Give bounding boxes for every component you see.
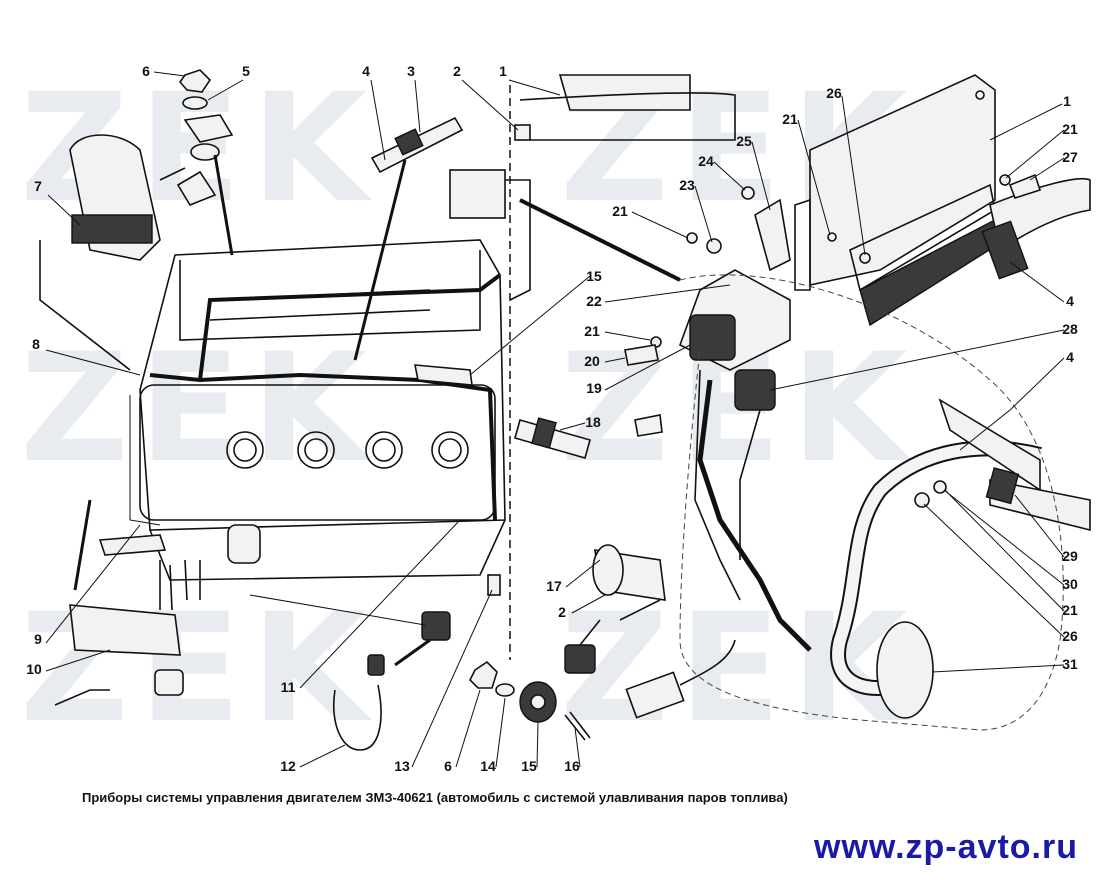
bracket <box>686 173 1042 272</box>
wiring-harness <box>149 273 502 521</box>
callout-21: 21 <box>612 203 628 219</box>
callout-4: 4 <box>1066 293 1074 309</box>
callout-17: 17 <box>546 578 562 594</box>
relay-module <box>624 269 812 652</box>
diagram-caption: Приборы системы управления двигателем ЗМ… <box>82 790 788 805</box>
callout-26: 26 <box>826 85 842 101</box>
body-outline <box>679 274 1064 731</box>
callout-16: 16 <box>564 758 580 774</box>
intake-pipe <box>39 134 161 371</box>
callout-25: 25 <box>736 133 752 149</box>
callout-13: 13 <box>394 758 410 774</box>
callout-19: 19 <box>586 380 602 396</box>
callout-30: 30 <box>1062 576 1078 592</box>
callout-11: 11 <box>281 679 296 695</box>
callout-21: 21 <box>1062 602 1078 618</box>
sensor-18 <box>514 417 591 459</box>
callout-12: 12 <box>280 758 296 774</box>
canister-module <box>449 74 736 301</box>
callout-1: 1 <box>1063 93 1071 109</box>
lower-left-parts <box>54 524 591 751</box>
callout-21: 21 <box>584 323 600 339</box>
callout-6: 6 <box>444 758 452 774</box>
callout-7: 7 <box>34 178 42 194</box>
callout-2: 2 <box>453 63 461 79</box>
sensor-15-top <box>414 364 473 386</box>
arrows <box>73 154 681 667</box>
leader-lines <box>45 71 1065 768</box>
callout-15: 15 <box>521 758 537 774</box>
vapor-hose <box>830 398 1091 719</box>
callout-4: 4 <box>1066 349 1074 365</box>
callout-24: 24 <box>698 153 714 169</box>
callout-3: 3 <box>407 63 415 79</box>
callout-4: 4 <box>362 63 370 79</box>
svg-text:ZEK: ZEK <box>20 322 377 496</box>
callout-21: 21 <box>1062 121 1078 137</box>
callout-20: 20 <box>584 353 600 369</box>
callout-6: 6 <box>142 63 150 79</box>
fastener-set-top <box>159 69 234 206</box>
callout-10: 10 <box>26 661 42 677</box>
callout-14: 14 <box>480 758 496 774</box>
callout-18: 18 <box>585 414 601 430</box>
website-link[interactable]: www.zp-avto.ru <box>814 828 1078 866</box>
callout-5: 5 <box>242 63 250 79</box>
callout-23: 23 <box>679 177 695 193</box>
callout-28: 28 <box>1062 321 1078 337</box>
sensor-rod <box>370 116 464 174</box>
callout-29: 29 <box>1062 548 1078 564</box>
svg-text:ZEK: ZEK <box>560 582 917 756</box>
callout-15: 15 <box>586 268 602 284</box>
sensor-assembly-lower <box>519 544 736 723</box>
callout-8: 8 <box>32 336 40 352</box>
callout-27: 27 <box>1062 149 1078 165</box>
callout-21: 21 <box>782 111 798 127</box>
callout-26: 26 <box>1062 628 1078 644</box>
callout-1: 1 <box>499 63 507 79</box>
callout-31: 31 <box>1062 656 1078 672</box>
callout-9: 9 <box>34 631 42 647</box>
callout-22: 22 <box>586 293 602 309</box>
callout-2: 2 <box>558 604 566 620</box>
